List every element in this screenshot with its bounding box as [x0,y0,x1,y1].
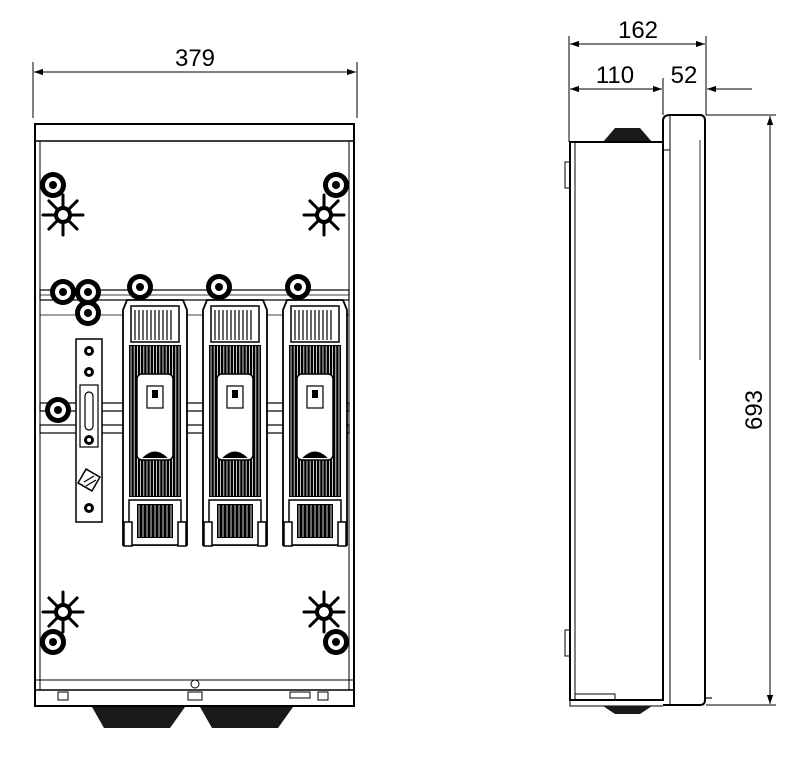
depth-dimension: 162 [570,17,705,48]
busbar-boss [127,274,153,300]
fuse-switch-unit [282,299,348,547]
neutral-terminal [75,338,103,523]
fuse-switch-units [122,299,348,547]
star-knob-icon [302,590,346,634]
fuse-switch-unit [202,299,268,547]
busbar-boss [50,279,76,305]
busbar-boss [285,274,311,300]
busbar-boss [45,397,71,423]
mounting-points [40,172,349,655]
body-depth-dimension: 110 [570,62,662,93]
enclosure-side [564,114,712,714]
fuse-switch-unit [122,299,188,547]
width-dimension: 379 [32,45,358,118]
mounting-boss [323,629,349,655]
depth-label: 162 [618,17,658,44]
door-depth-dimension: 52 [640,62,752,93]
star-knob-icon [302,193,346,237]
star-knob-icon [41,590,85,634]
height-label: 693 [741,390,768,430]
mounting-boss [40,172,66,198]
enclosure-front [34,123,355,728]
mounting-boss [40,629,66,655]
busbar-boss [75,279,101,305]
star-knob-icon [41,193,85,237]
busbar-boss [206,274,232,300]
front-view: 379 [32,45,358,728]
body-depth-label: 110 [596,62,634,89]
side-view: 162 110 52 693 [564,17,776,714]
width-label: 379 [175,45,215,72]
busbar-bosses [45,274,311,423]
height-dimension: 693 [741,116,774,704]
mounting-boss [323,172,349,198]
busbar-boss [75,300,101,326]
door-depth-label: 52 [671,62,698,89]
